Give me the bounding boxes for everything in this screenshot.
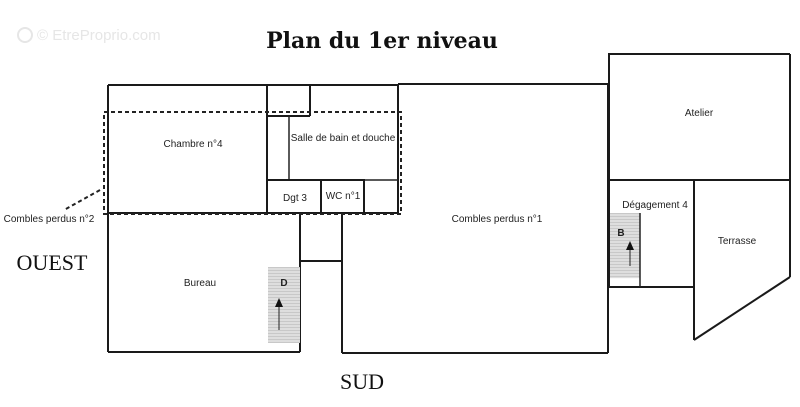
stair-b: B [610, 213, 641, 287]
stair-b-label: B [617, 228, 624, 239]
room-dgt-3: Dgt 3 [283, 193, 307, 204]
arrow-head-icon [275, 298, 283, 307]
stair-d: D [268, 267, 300, 343]
room-wc-1: WC n°1 [326, 191, 361, 202]
arrow-head-icon [626, 241, 634, 250]
combles-2-outline [63, 111, 402, 215]
orientation-south: SUD [340, 369, 384, 394]
room-terrasse: Terrasse [718, 236, 757, 247]
room-atelier: Atelier [685, 108, 714, 119]
room-salle-de-bain: Salle de bain et douche [291, 133, 396, 144]
copyright-icon [17, 27, 33, 43]
walls [107, 53, 791, 354]
watermark-text: © EtreProprio.com [37, 27, 161, 44]
room-chambre-4: Chambre n°4 [163, 139, 222, 150]
watermark: © EtreProprio.com [17, 27, 161, 44]
room-combles-perdus-2: Combles perdus n°2 [4, 214, 95, 225]
stair-d-label: D [280, 278, 287, 289]
room-degagement-4: Dégagement 4 [622, 200, 688, 211]
orientation-west: OUEST [17, 250, 88, 275]
plan-title: Plan du 1er niveau [266, 28, 498, 54]
room-bureau: Bureau [184, 278, 216, 289]
room-combles-perdus-1: Combles perdus n°1 [452, 214, 543, 225]
